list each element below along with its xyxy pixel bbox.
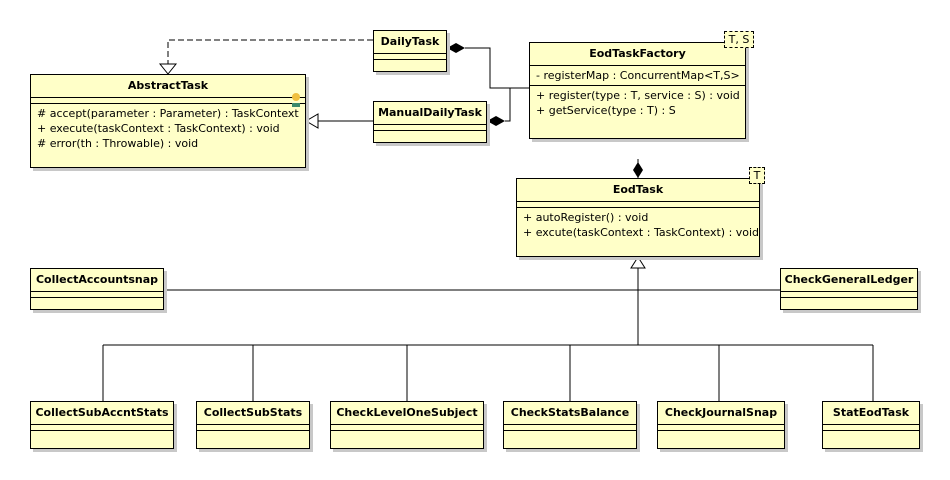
class-name: CollectAccountsnap — [35, 273, 159, 286]
class-collect-sub-stats[interactable]: CollectSubStats — [196, 401, 310, 449]
class-name: CheckStatsBalance — [510, 406, 630, 419]
attributes-section — [31, 97, 305, 103]
diamond-eodtaskfactory-eodtask — [633, 162, 643, 178]
operations-section — [658, 430, 784, 436]
edge-manualdailytask-eodtaskfactory — [505, 88, 511, 122]
class-eod-task[interactable]: EodTask + autoRegister() : void + excute… — [516, 178, 760, 257]
class-stat-eod-task[interactable]: StatEodTask — [822, 401, 920, 449]
attributes-section — [331, 424, 483, 430]
type-params-eod-task: T — [749, 167, 765, 184]
triangle-manualdailytask-abstracttask — [305, 113, 319, 129]
operations-section: + register(type : T, service : S) : void… — [530, 85, 745, 120]
class-name: CheckGeneralLedger — [784, 273, 914, 286]
operation: + execute(taskContext : TaskContext) : v… — [37, 122, 280, 135]
operation: # error(th : Throwable) : void — [37, 137, 199, 150]
operation: + getService(type : T) : S — [536, 104, 676, 117]
diamond-dailytask — [447, 43, 465, 53]
operations-section — [31, 297, 163, 303]
operations-section: # accept(parameter : Parameter) : TaskCo… — [31, 103, 305, 153]
class-name: ManualDailyTask — [378, 106, 482, 119]
class-collect-sub-accnt-stats[interactable]: CollectSubAccntStats — [30, 401, 174, 449]
class-check-stats-balance[interactable]: CheckStatsBalance — [503, 401, 637, 449]
class-name: CheckJournalSnap — [664, 406, 778, 419]
operations-section — [823, 430, 919, 436]
class-check-general-ledger[interactable]: CheckGeneralLedger — [780, 268, 918, 310]
type-params-eod-task-factory: T, S — [724, 31, 754, 48]
class-name: CheckLevelOneSubject — [336, 406, 478, 419]
operation: # accept(parameter : Parameter) : TaskCo… — [37, 107, 299, 120]
operations-section — [331, 430, 483, 436]
attributes-section — [781, 291, 917, 297]
diamond-manualdailytask — [487, 116, 505, 126]
operations-section — [374, 59, 446, 65]
operations-section — [781, 297, 917, 303]
class-name: EodTask — [612, 183, 664, 196]
attributes-section — [31, 291, 163, 297]
class-name: DailyTask — [380, 35, 440, 48]
attributes-section — [31, 424, 173, 430]
edge-dailytask-realizes-abstracttask — [167, 39, 373, 64]
operations-section: + autoRegister() : void + excute(taskCon… — [517, 207, 759, 242]
attributes-section — [197, 424, 309, 430]
class-manual-daily-task[interactable]: ManualDailyTask — [373, 101, 487, 143]
class-name: CollectSubAccntStats — [35, 406, 169, 419]
class-name: EodTaskFactory — [589, 47, 686, 60]
edge-dailytask-eodtaskfactory — [465, 47, 529, 89]
class-eod-task-factory[interactable]: EodTaskFactory - registerMap : Concurren… — [529, 42, 746, 139]
attributes-section — [374, 124, 486, 130]
operation: + autoRegister() : void — [523, 211, 649, 224]
operations-section — [374, 130, 486, 136]
class-collect-accountsnap[interactable]: CollectAccountsnap — [30, 268, 164, 310]
class-check-level-one-subject[interactable]: CheckLevelOneSubject — [330, 401, 484, 449]
operation: + register(type : T, service : S) : void — [536, 89, 740, 102]
class-name: StatEodTask — [832, 406, 910, 419]
attributes-section — [823, 424, 919, 430]
attributes-section — [517, 201, 759, 207]
attributes-section — [504, 424, 636, 430]
operations-section — [197, 430, 309, 436]
attributes-section — [658, 424, 784, 430]
class-name: CollectSubStats — [203, 406, 303, 419]
class-name: AbstractTask — [127, 79, 209, 92]
attributes-section: - registerMap : ConcurrentMap<T,S> — [530, 65, 745, 85]
attribute: - registerMap : ConcurrentMap<T,S> — [536, 69, 740, 82]
operations-section — [504, 430, 636, 436]
triangle-eodtask-generalization — [630, 256, 646, 269]
class-daily-task[interactable]: DailyTask — [373, 30, 447, 72]
class-check-journal-snap[interactable]: CheckJournalSnap — [657, 401, 785, 449]
operations-section — [31, 430, 173, 436]
attributes-section — [374, 53, 446, 59]
class-abstract-task[interactable]: AbstractTask # accept(parameter : Parame… — [30, 74, 306, 168]
operation: + excute(taskContext : TaskContext) : vo… — [523, 226, 760, 239]
triangle-dailytask-abstracttask — [158, 63, 178, 75]
abstract-class-icon — [292, 93, 300, 107]
